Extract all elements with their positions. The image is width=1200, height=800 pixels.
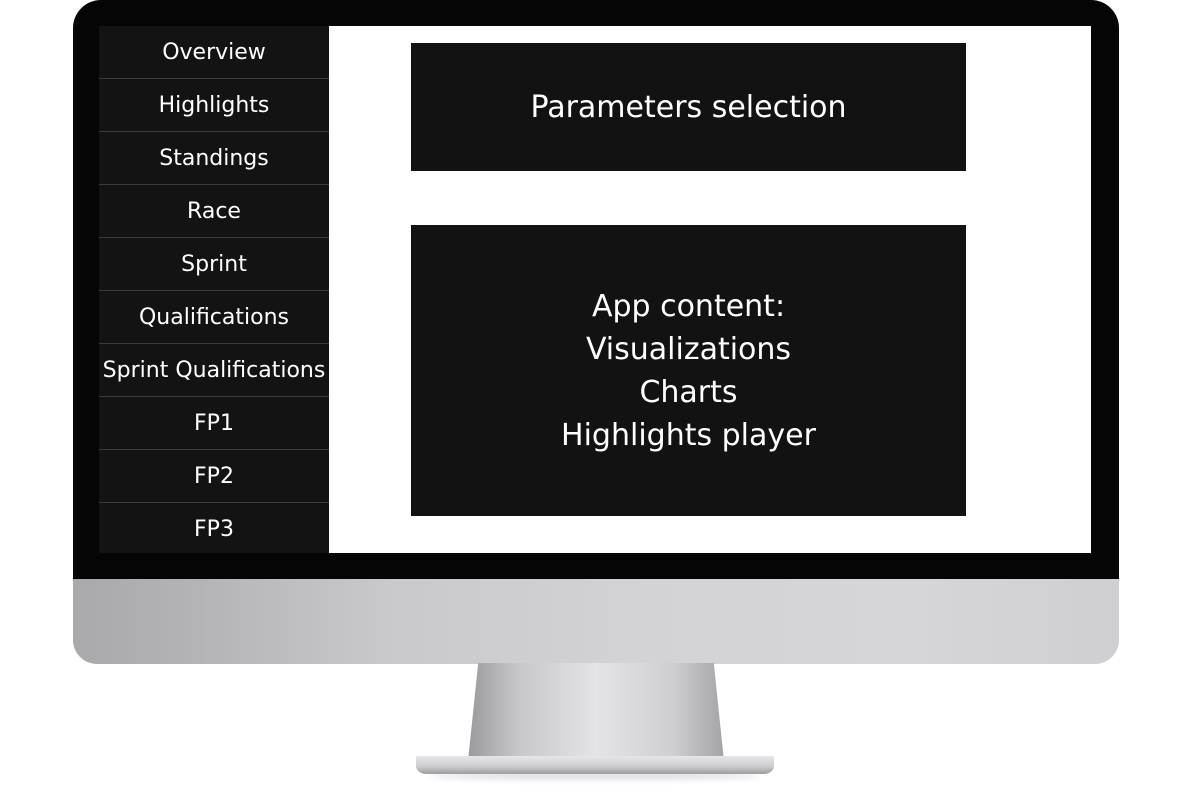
sidebar-item-label: Standings (159, 145, 269, 171)
sidebar-item-fp1[interactable]: FP1 (99, 397, 329, 450)
sidebar-item-label: Overview (162, 39, 266, 65)
parameters-selection-panel: Parameters selection (411, 43, 966, 171)
sidebar-item-fp3[interactable]: FP3 (99, 503, 329, 553)
sidebar-item-label: FP1 (194, 410, 234, 436)
sidebar-item-label: FP3 (194, 516, 234, 542)
sidebar-item-qualifications[interactable]: Qualifications (99, 291, 329, 344)
content-panel-line: App content: (591, 288, 786, 324)
content-panel-line: Charts (639, 374, 738, 410)
sidebar-item-label: Sprint (181, 251, 247, 277)
sidebar-item-highlights[interactable]: Highlights (99, 79, 329, 132)
sidebar-item-label: Qualifications (138, 304, 289, 330)
sidebar-item-sprint[interactable]: Sprint (99, 238, 329, 291)
sidebar-item-label: FP2 (194, 463, 234, 489)
sidebar-nav: Overview Highlights Standings Race Sprin… (99, 26, 329, 553)
content-panel-line: Highlights player (561, 417, 816, 453)
content-panel-line: Visualizations (585, 331, 792, 367)
sidebar-item-label: Race (187, 198, 241, 224)
sidebar-item-sprint-qualifications[interactable]: Sprint Qualifications (99, 344, 329, 397)
monitor-stand-foot (416, 756, 774, 774)
sidebar-item-race[interactable]: Race (99, 185, 329, 238)
monitor-chin (73, 579, 1119, 664)
app-content-panel: App content: Visualizations Charts Highl… (411, 225, 966, 516)
parameters-panel-title: Parameters selection (530, 89, 847, 125)
sidebar-item-fp2[interactable]: FP2 (99, 450, 329, 503)
monitor-stand-shadow (430, 772, 760, 780)
sidebar-item-overview[interactable]: Overview (99, 26, 329, 79)
monitor-stand-neck (468, 663, 724, 761)
monitor-screen: Overview Highlights Standings Race Sprin… (99, 26, 1091, 553)
sidebar-item-label: Sprint Qualifications (102, 357, 326, 383)
sidebar-item-standings[interactable]: Standings (99, 132, 329, 185)
sidebar-item-label: Highlights (158, 92, 270, 118)
